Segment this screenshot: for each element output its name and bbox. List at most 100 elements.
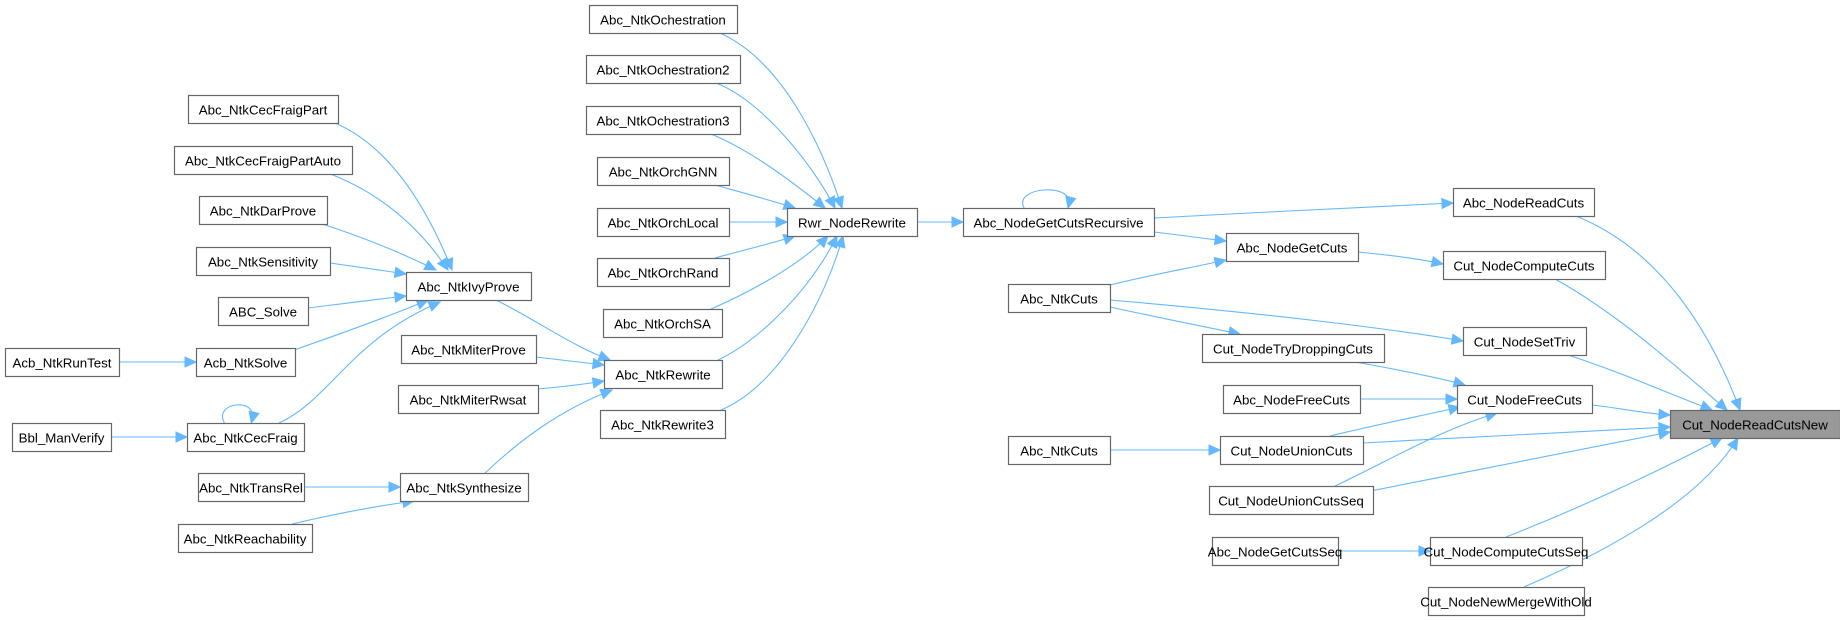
node-box[interactable] <box>599 409 727 440</box>
node-box[interactable] <box>1007 283 1112 314</box>
edge-line <box>717 235 838 361</box>
node-box[interactable] <box>1456 384 1594 415</box>
node-box[interactable] <box>1201 333 1386 364</box>
node-box[interactable] <box>1225 232 1360 263</box>
graph-node[interactable]: Cut_NodeFreeCuts <box>1456 384 1594 415</box>
edge-line <box>719 32 843 209</box>
graph-node[interactable]: Abc_NtkCecFraigPartAuto <box>173 145 354 176</box>
node-box[interactable] <box>197 472 306 503</box>
node-label: Acb_NtkSolve <box>204 356 288 371</box>
graph-node[interactable]: Abc_NtkMiterRwsat <box>397 384 540 415</box>
graph-node[interactable]: Bbl_ManVerify <box>11 422 113 453</box>
graph-node[interactable]: Cut_NodeComputeCutsSeq <box>1424 536 1589 567</box>
graph-node[interactable]: Abc_NtkOchestration2 <box>585 54 742 85</box>
node-box[interactable] <box>1222 384 1362 415</box>
node-box[interactable] <box>596 207 731 238</box>
arrowhead-icon <box>423 259 438 271</box>
graph-node[interactable]: Abc_NtkCecFraig <box>186 422 306 453</box>
edge-line <box>315 221 437 271</box>
node-box[interactable] <box>1462 326 1588 357</box>
graph-node[interactable]: Cut_NodeNewMergeWithOld <box>1420 586 1592 617</box>
graph-node[interactable]: Acb_NtkSolve <box>195 347 297 378</box>
graph-node[interactable]: Cut_NodeTryDroppingCuts <box>1201 333 1386 364</box>
arrowhead-icon <box>1213 233 1228 246</box>
node-box[interactable] <box>4 347 121 378</box>
graph-node[interactable]: Abc_NtkCuts <box>1007 435 1112 466</box>
graph-node[interactable]: Cut_NodeUnionCutsSeq <box>1208 485 1375 516</box>
node-box[interactable] <box>1007 435 1112 466</box>
graph-node[interactable]: Abc_NtkDarProve <box>198 195 329 226</box>
graph-node[interactable]: Abc_NtkOchestration <box>588 4 739 35</box>
node-label: Abc_NtkOchestration2 <box>596 63 729 78</box>
node-box[interactable] <box>1669 409 1840 440</box>
node-box[interactable] <box>186 422 306 453</box>
root-node[interactable]: Cut_NodeReadCutsNew <box>1669 409 1840 440</box>
node-box[interactable] <box>195 347 297 378</box>
node-box[interactable] <box>596 257 731 288</box>
graph-node[interactable]: Abc_NtkOchestration3 <box>585 105 742 136</box>
edge-acb-ntkruntest-to-acb-ntksolve <box>119 356 198 368</box>
node-box[interactable] <box>786 207 919 238</box>
node-box[interactable] <box>177 523 314 554</box>
edge-abc-ntkrewrite-to-rwr-noderewrite <box>717 234 838 361</box>
graph-node[interactable]: Abc_NtkOrchSA <box>602 308 724 339</box>
graph-node[interactable]: Abc_NtkOrchLocal <box>596 207 731 238</box>
graph-node[interactable]: Abc_NodeGetCutsRecursive <box>962 207 1156 238</box>
edge-line <box>1344 431 1671 497</box>
graph-node[interactable]: Abc_NodeGetCuts <box>1225 232 1360 263</box>
graph-node[interactable]: Abc_NtkCuts <box>1007 283 1112 314</box>
graph-node[interactable]: Rwr_NodeRewrite <box>786 207 919 238</box>
node-box[interactable] <box>198 195 329 226</box>
graph-node[interactable]: Abc_NtkRewrite3 <box>599 409 727 440</box>
node-box[interactable] <box>1211 536 1340 567</box>
graph-node[interactable]: Cut_NodeSetTriv <box>1462 326 1588 357</box>
edge-abc-nodefreecuts-to-cut-nodefreecuts <box>1360 393 1459 405</box>
graph-node[interactable]: Cut_NodeComputeCuts <box>1442 250 1607 281</box>
arrowhead-icon <box>1727 436 1739 451</box>
node-box[interactable] <box>962 207 1156 238</box>
graph-node[interactable]: Abc_NtkSensitivity <box>195 246 332 277</box>
node-box[interactable] <box>596 156 731 187</box>
node-box[interactable] <box>11 422 113 453</box>
node-box[interactable] <box>1219 435 1365 466</box>
graph-node[interactable]: Abc_NtkCecFraigPart <box>187 94 340 125</box>
graph-node[interactable]: Abc_NtkTransRel <box>197 472 306 503</box>
graph-node[interactable]: Abc_NtkMiterProve <box>400 334 538 365</box>
graph-node[interactable]: Abc_NodeReadCuts <box>1452 187 1596 218</box>
graph-node[interactable]: Abc_NtkIvyProve <box>405 271 533 302</box>
graph-node[interactable]: Acb_NtkRunTest <box>4 347 121 378</box>
graph-node[interactable]: Abc_NtkReachability <box>177 523 314 554</box>
node-box[interactable] <box>603 359 724 390</box>
node-box[interactable] <box>1452 187 1596 218</box>
node-box[interactable] <box>173 145 354 176</box>
graph-node[interactable]: Abc_NodeFreeCuts <box>1222 384 1362 415</box>
node-box[interactable] <box>602 308 724 339</box>
graph-node[interactable]: Abc_NtkOrchGNN <box>596 156 731 187</box>
node-box[interactable] <box>400 334 538 365</box>
node-box[interactable] <box>195 246 332 277</box>
graph-node[interactable]: Abc_NtkSynthesize <box>399 472 530 503</box>
edge-line <box>329 262 407 275</box>
graph-node[interactable]: Abc_NtkOrchRand <box>596 257 731 288</box>
arrowhead-icon <box>1430 255 1445 268</box>
node-box[interactable] <box>1427 586 1586 617</box>
node-box[interactable] <box>397 384 540 415</box>
node-box[interactable] <box>585 54 742 85</box>
node-box[interactable] <box>1208 485 1375 516</box>
node-box[interactable] <box>1429 536 1584 567</box>
graph-node[interactable]: Abc_NodeGetCutsSeq <box>1208 536 1343 567</box>
node-box[interactable] <box>217 296 310 327</box>
edge-abc-solve-to-abc-ntkivyprove <box>307 291 408 309</box>
node-box[interactable] <box>1442 250 1607 281</box>
node-box[interactable] <box>588 4 739 35</box>
node-label: Abc_NtkIvyProve <box>418 280 520 295</box>
graph-node[interactable]: Cut_NodeUnionCuts <box>1219 435 1365 466</box>
graph-node[interactable]: Abc_NtkRewrite <box>603 359 724 390</box>
graph-node[interactable]: ABC_Solve <box>217 296 310 327</box>
node-box[interactable] <box>399 472 530 503</box>
node-box[interactable] <box>585 105 742 136</box>
node-box[interactable] <box>187 94 340 125</box>
node-box[interactable] <box>405 271 533 302</box>
node-label: Abc_NtkSynthesize <box>406 481 521 496</box>
edge-abc-ntkdarprove-to-abc-ntkivyprove <box>315 221 438 271</box>
